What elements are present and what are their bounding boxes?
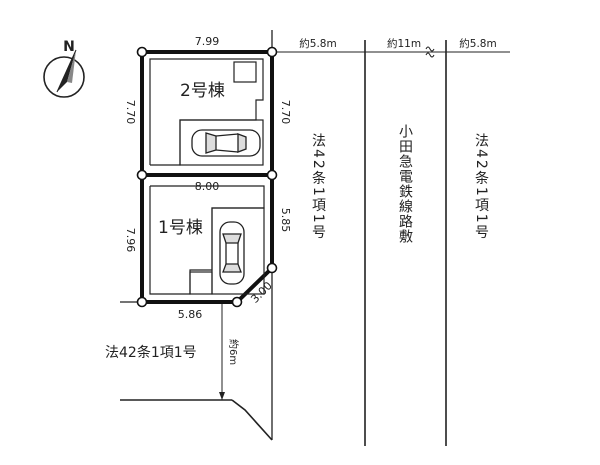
south-width-arrow-icon [219,392,225,400]
north-arrow-icon [43,49,85,98]
dim-right-upper: 7.70 [279,100,292,125]
house-2-label: 2号棟 [180,81,225,101]
road-east-law-label: 法42条1項1号 [310,133,326,241]
house-2-parking [179,119,264,166]
building-outlines [149,58,265,295]
corner-marker [266,46,278,58]
corner-marker [266,262,278,274]
dim-bottom: 5.86 [178,308,203,321]
road-far-law-label: 法42条1項1号 [473,133,489,241]
corner-marker [136,46,148,58]
car-icon-house-1 [219,221,245,285]
south-road-corner [231,399,273,441]
dim-left-lower: 7.96 [124,228,137,253]
width-road-south: 約6m [227,339,240,365]
house-1-parking [211,207,265,295]
lot-1-boundary [142,175,274,304]
corner-marker [136,169,148,181]
dim-corner-cut: 3.00 [248,279,275,306]
corner-marker [136,296,148,308]
house-1-outline [149,185,265,295]
road-south-law-label: 法42条1項1号 [105,344,197,361]
dim-middle: 8.00 [195,180,220,193]
width-railway: 約11m [387,37,421,50]
dimension-break-icon [425,46,435,58]
house-1-bay [189,271,213,295]
dim-left-upper: 7.70 [124,100,137,125]
dim-top: 7.99 [195,35,220,48]
corner-marker [231,296,243,308]
width-road-east: 約5.8m [299,37,336,50]
dim-right-lower: 5.85 [279,208,292,233]
car-icon-house-2 [191,129,261,157]
boundary-markers [136,46,278,308]
width-road-far: 約5.8m [459,37,496,50]
railway-name-label: 小田急電鉄線路敷 [397,124,413,244]
house-1-label: 1号棟 [158,218,203,238]
house-2-bay [233,61,257,83]
north-label: N [63,39,75,55]
corner-marker [266,169,278,181]
